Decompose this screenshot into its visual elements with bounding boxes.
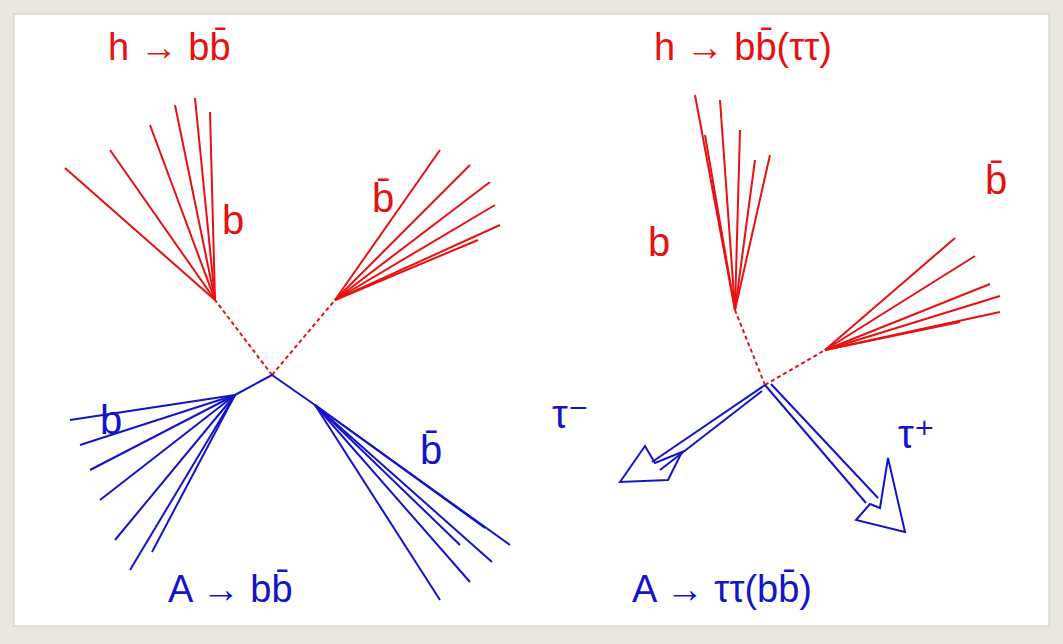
decay-title: h → bb̄(ττ) (654, 28, 832, 66)
jet-label: b (100, 400, 122, 440)
decay-title: A → ττ(bb̄) (632, 570, 812, 608)
jet-label: b (222, 200, 244, 240)
tau-label: τ⁻ (552, 394, 589, 434)
decay-title: A → bb̄ (168, 570, 293, 608)
jet-label: b̄ (985, 160, 1007, 200)
jet-label: b̄ (420, 430, 442, 470)
tau-label: τ⁺ (898, 414, 935, 454)
jet-label: b (648, 222, 670, 262)
decay-title: h → bb̄ (108, 28, 231, 66)
jet-label: b̄ (372, 178, 394, 218)
